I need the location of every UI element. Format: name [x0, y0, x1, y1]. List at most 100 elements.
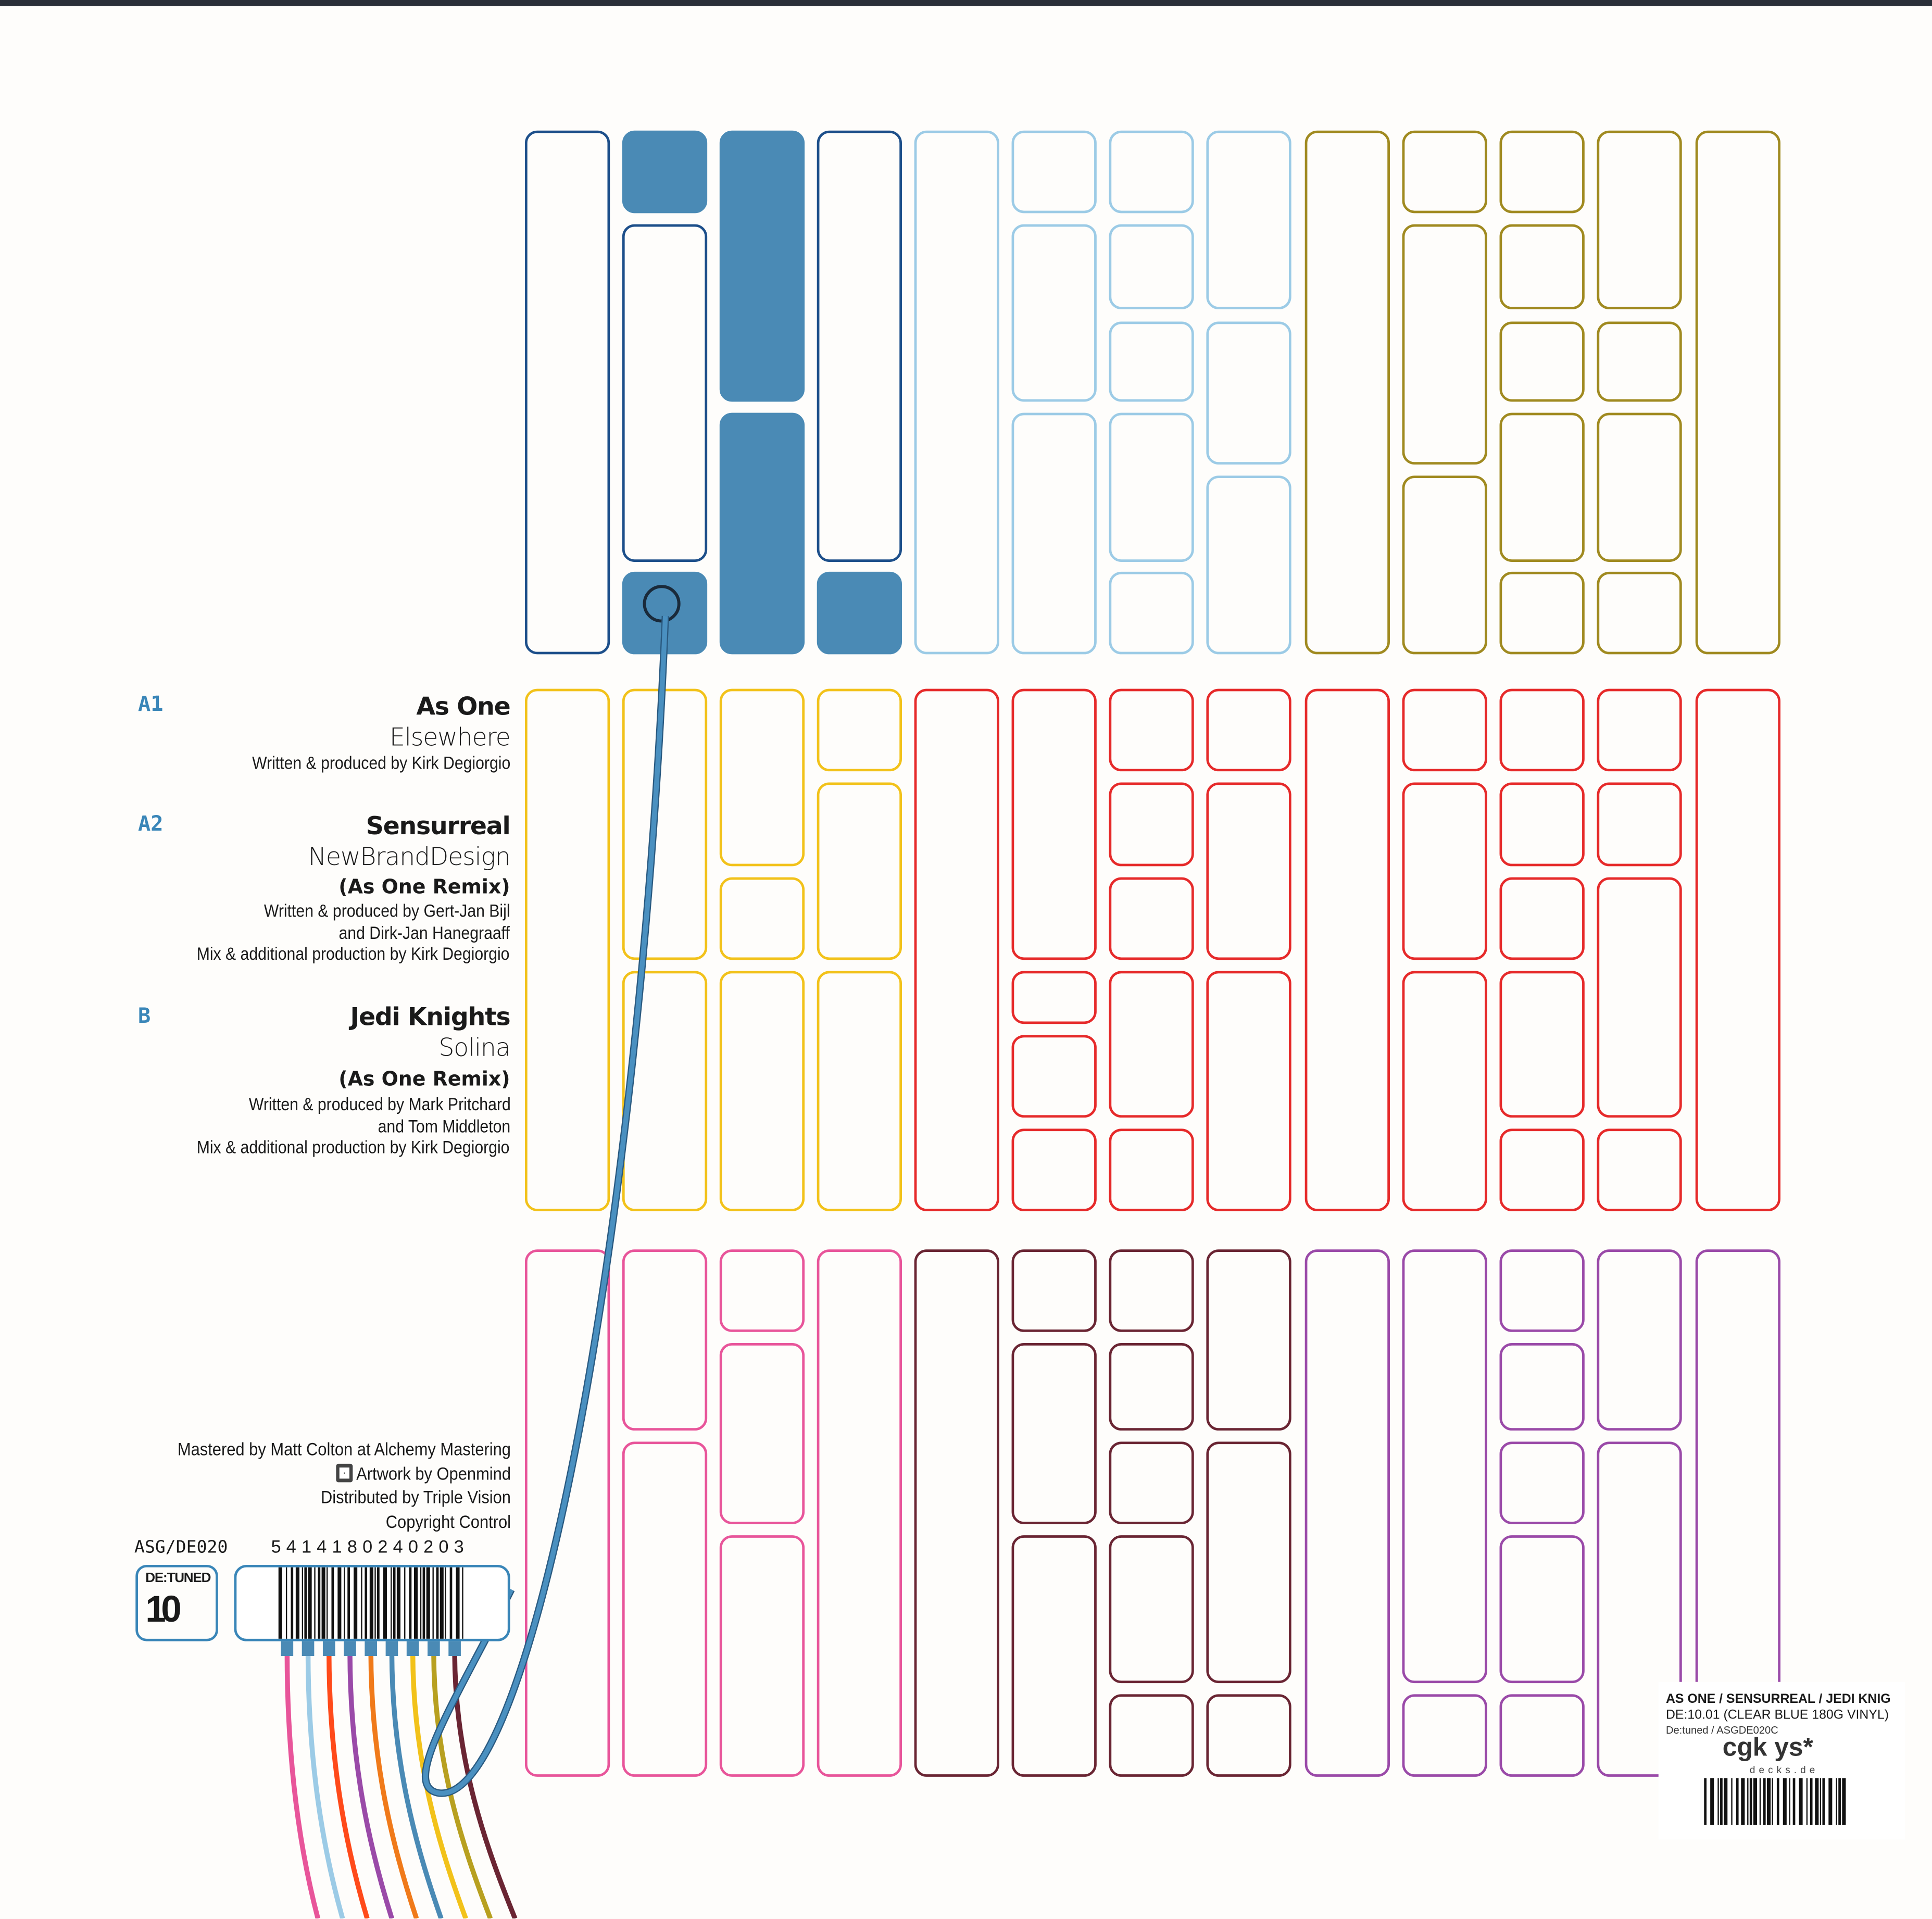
grid-cell [1109, 782, 1194, 867]
grid-cell [524, 1249, 610, 1777]
track-position: A2 [138, 812, 164, 837]
barcode-bar [1799, 1778, 1803, 1825]
grid-cell [914, 688, 999, 1211]
barcode-bar [1710, 1778, 1714, 1825]
grid-cell [1402, 971, 1487, 1211]
shop-url: decks.de [1749, 1764, 1819, 1776]
grid-cell [914, 1249, 999, 1777]
grid-cell [622, 1441, 708, 1777]
grid-cell [817, 571, 902, 655]
grid-cell [719, 688, 805, 867]
barcode-bar [1810, 1778, 1813, 1825]
grid-cell [1499, 224, 1585, 309]
mastering-credit: Mastered by Matt Colton at Alchemy Maste… [178, 1440, 511, 1460]
grid-cell [1109, 321, 1194, 402]
barcode-bar [314, 1567, 316, 1639]
barcode-bar [1704, 1778, 1707, 1825]
grid-cell [1695, 688, 1781, 1211]
cable-wire [431, 1651, 493, 1919]
grid-cell [1011, 1128, 1097, 1211]
track-artist: Jedi Knights [350, 1001, 511, 1032]
grid-cell [1499, 1128, 1585, 1211]
grid-cell [1206, 321, 1291, 465]
grid-cell [1206, 475, 1291, 655]
grid-cell [817, 1249, 902, 1777]
barcode-bar [1776, 1778, 1779, 1825]
track-credit: Mix & additional production by Kirk Degi… [197, 1138, 510, 1159]
cable-wire [410, 1651, 468, 1919]
barcode-bar [377, 1567, 380, 1639]
grid-cell [1597, 877, 1682, 1118]
track-title: Solina [438, 1032, 510, 1062]
grid-cell [1109, 224, 1194, 309]
barcode-bar [308, 1567, 312, 1639]
grid-cell [719, 1343, 805, 1524]
grid-cell [817, 130, 902, 562]
cable-plug [344, 1641, 356, 1657]
grid-cell [1011, 1535, 1097, 1777]
grid-cell [719, 412, 805, 655]
grid-cell [1402, 1249, 1487, 1684]
grid-cell [1597, 1249, 1682, 1431]
barcode-bar [1838, 1778, 1841, 1825]
grid-cell [719, 971, 805, 1211]
grid-cell [1206, 782, 1291, 960]
grid-cell [1597, 412, 1682, 562]
grid-cell [1206, 1694, 1291, 1777]
sticker-label: De:tuned / ASGDE020C [1665, 1724, 1778, 1736]
barcode-bar [445, 1567, 446, 1639]
barcode-bar [1763, 1778, 1766, 1825]
barcode-bar [1731, 1778, 1733, 1825]
cable-plug [448, 1641, 461, 1657]
barcode-bar [1815, 1778, 1819, 1825]
grid-cell [719, 877, 805, 960]
barcode-bar [1741, 1778, 1745, 1825]
barcode-bar [456, 1567, 460, 1639]
grid-cell [1499, 321, 1585, 402]
sticker-artists: AS ONE / SENSURREAL / JEDI KNIG [1665, 1691, 1891, 1707]
barcode-bar [291, 1567, 294, 1639]
barcode-bar [327, 1567, 328, 1639]
track-position: B [138, 1004, 151, 1029]
track-remix: (As One Remix) [338, 874, 510, 898]
track-credit: and Tom Middleton [377, 1118, 510, 1137]
shop-logo: cgk ys* [1722, 1734, 1813, 1762]
grid-cell [1011, 971, 1097, 1024]
grid-cell [1499, 782, 1585, 867]
barcode-bar [396, 1567, 400, 1639]
logo-name: DE:TUNED [145, 1571, 211, 1586]
barcode-bar [285, 1567, 287, 1639]
grid-cell [1597, 688, 1682, 772]
grid-cell [622, 971, 708, 1211]
grid-cell [1109, 1128, 1194, 1211]
sticker-barcode [1704, 1778, 1846, 1825]
grid-cell [622, 1249, 708, 1431]
barcode-bar [1759, 1778, 1761, 1825]
release-credits: Mastered by Matt Colton at Alchemy Maste… [178, 1439, 511, 1536]
shop-sticker: AS ONE / SENSURREAL / JEDI KNIG DE:10.01… [1658, 1682, 1905, 1840]
grid-cell [1011, 412, 1097, 655]
track-credit: Written & produced by Kirk Degiorgio [252, 754, 510, 774]
grid-cell [1109, 688, 1194, 772]
grid-cell [1304, 130, 1390, 655]
barcode-bar [1828, 1778, 1833, 1825]
barcode-bar [1783, 1778, 1787, 1825]
grid-cell [1499, 1535, 1585, 1684]
track-credit: Mix & additional production by Kirk Degi… [197, 945, 510, 965]
barcode-bar [1842, 1778, 1846, 1825]
barcode-bar [1792, 1778, 1796, 1825]
cable-plug [302, 1641, 315, 1657]
ean-number: 5414180240203 [271, 1537, 469, 1558]
barcode-bar [318, 1567, 321, 1639]
grid-cell [1109, 1535, 1194, 1684]
barcode-bar [383, 1567, 387, 1639]
barcode-bar [393, 1567, 396, 1639]
grid-cell [719, 130, 805, 402]
track-artist: As One [416, 691, 510, 721]
grid-cell [1109, 1249, 1194, 1332]
barcode-bar [409, 1567, 412, 1639]
copyright-credit: Copyright Control [386, 1512, 511, 1533]
grid-cell [524, 130, 610, 655]
barcode-bar [365, 1567, 368, 1639]
grid-cell [1109, 1343, 1194, 1431]
